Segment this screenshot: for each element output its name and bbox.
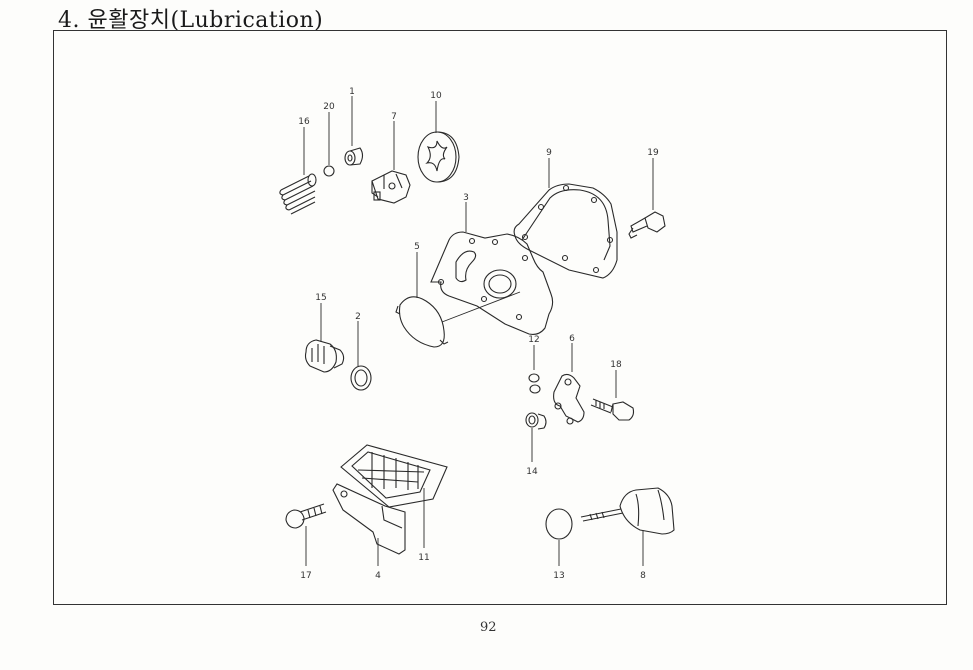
part-callouts: 16 20 1 7 10 9 19 3 5 15 2 12 6 18 14 17… [298,87,659,581]
callout-13: 13 [553,571,564,581]
part-5-plate [395,296,449,348]
callout-9: 9 [546,148,552,158]
part-9-pump-cover [513,183,618,279]
callout-4: 4 [375,571,381,581]
part-15-plug [304,339,345,373]
callout-18: 18 [610,360,622,370]
callout-12: 12 [528,335,539,345]
callout-8: 8 [640,571,646,581]
part-2-washer [350,365,372,391]
callout-10: 10 [430,91,442,101]
callout-15: 15 [315,293,326,303]
callout-16: 16 [298,117,310,127]
page-number: 92 [480,620,497,635]
part-3-gasket [430,231,554,335]
part-7-valve-body [371,170,411,204]
callout-14: 14 [526,467,538,477]
leader-lines [303,96,654,566]
callout-6: 6 [569,334,575,344]
part-12-o-rings [528,373,541,394]
part-6-bracket [553,373,585,425]
callout-17: 17 [300,571,311,581]
part-14-nut [525,412,547,430]
diagram-frame [53,30,947,605]
callout-7: 7 [391,112,397,122]
callout-1: 1 [349,87,355,97]
part-16-spring [279,173,317,215]
part-13-disc [545,508,573,540]
callout-3: 3 [463,193,469,203]
page-title: 4. 윤활장치(Lubrication) [58,8,324,33]
part-1-bushing [344,147,364,166]
part-8-dipstick [580,487,675,535]
part-10-pump-rotor [417,131,460,183]
part-4-bracket [332,483,406,555]
callout-5: 5 [414,242,420,252]
part-17-bolt [285,503,327,529]
part-19-bolt [628,211,666,239]
part-18-bolt [590,398,635,421]
part-20-ball [323,165,335,177]
callout-11: 11 [418,553,429,563]
callout-20: 20 [323,102,335,112]
callout-2: 2 [355,312,361,322]
part-11-strainer [340,444,448,508]
callout-19: 19 [647,148,659,158]
